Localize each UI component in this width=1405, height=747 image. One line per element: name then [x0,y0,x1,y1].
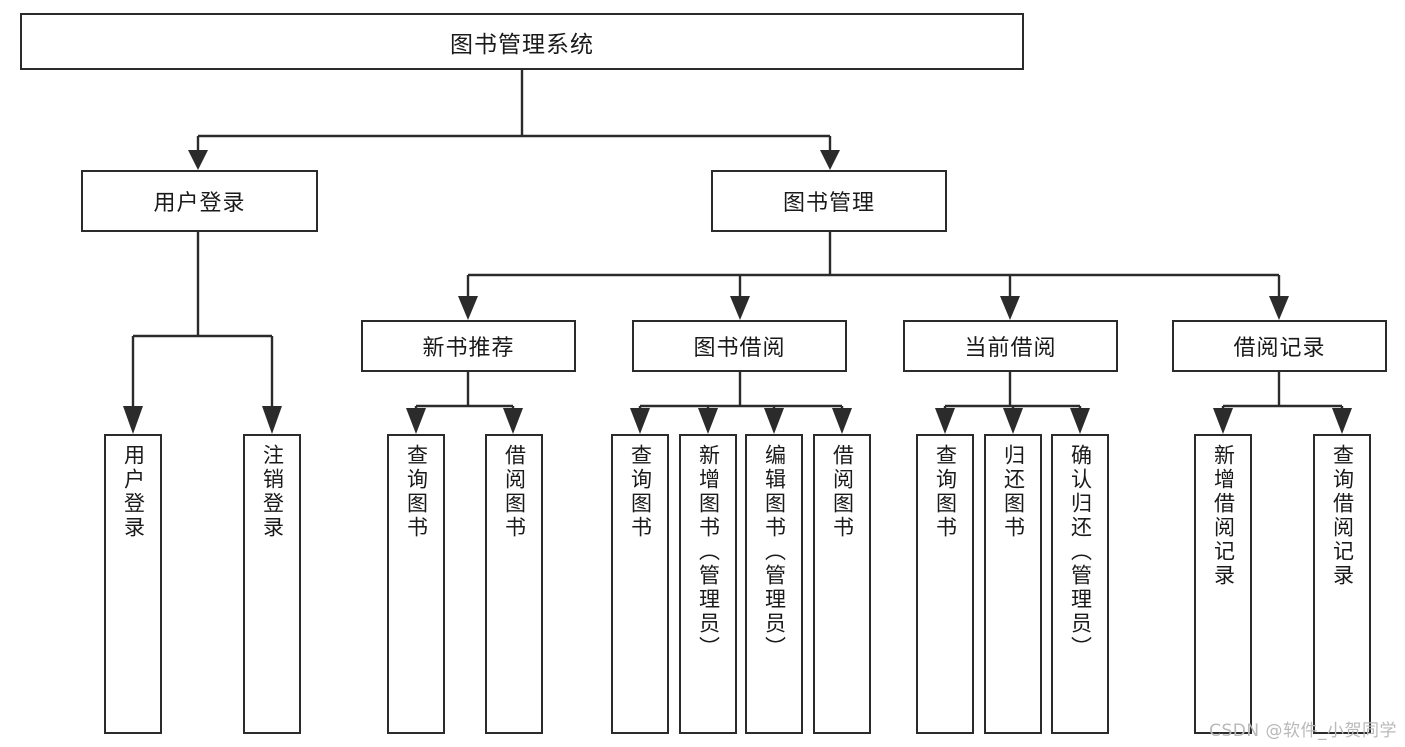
node-current-borrow[interactable]: 当前借阅 [903,320,1118,372]
leaf-borrow-edit-book[interactable]: 编辑图书（管理员） [745,434,803,734]
leaf-record-add-record[interactable]: 新增借阅记录 [1194,434,1252,734]
node-root-label: 图书管理系统 [450,31,594,58]
node-new-book-recommend-label: 新书推荐 [422,336,515,361]
leaf-recommend-borrow-book[interactable]: 借阅图书 [485,434,543,734]
leaf-current-confirm-return-label: 确认归还（管理员） [1068,444,1093,660]
node-book-borrow[interactable]: 图书借阅 [632,320,847,372]
leaf-current-return-book[interactable]: 归还图书 [984,434,1042,734]
leaf-logout-label: 注销登录 [260,444,285,540]
leaf-current-return-book-label: 归还图书 [1001,444,1026,540]
leaf-borrow-borrow-book-label: 借阅图书 [830,444,855,540]
leaf-current-confirm-return[interactable]: 确认归还（管理员） [1051,434,1109,734]
watermark-text: CSDN @软件_小贺同学 [1209,721,1397,741]
leaf-recommend-query-book-label: 查询图书 [404,444,429,540]
leaf-borrow-add-book-label: 新增图书（管理员） [696,444,721,660]
node-borrow-record[interactable]: 借阅记录 [1172,320,1387,372]
node-new-book-recommend[interactable]: 新书推荐 [361,320,576,372]
leaf-logout[interactable]: 注销登录 [243,434,301,734]
leaf-borrow-borrow-book[interactable]: 借阅图书 [813,434,871,734]
leaf-record-query-record[interactable]: 查询借阅记录 [1313,434,1371,734]
node-current-borrow-label: 当前借阅 [964,336,1057,361]
leaf-borrow-add-book[interactable]: 新增图书（管理员） [679,434,737,734]
leaf-record-add-record-label: 新增借阅记录 [1211,444,1236,588]
leaf-current-query-book[interactable]: 查询图书 [916,434,974,734]
leaf-recommend-query-book[interactable]: 查询图书 [387,434,445,734]
leaf-recommend-borrow-book-label: 借阅图书 [502,444,527,540]
node-user-login-label: 用户登录 [153,191,246,216]
node-user-login[interactable]: 用户登录 [81,170,318,232]
node-book-management-label: 图书管理 [782,191,875,216]
leaf-borrow-query-book-label: 查询图书 [628,444,653,540]
leaf-record-query-record-label: 查询借阅记录 [1330,444,1355,588]
leaf-user-login[interactable]: 用户登录 [104,434,162,734]
node-borrow-record-label: 借阅记录 [1233,336,1326,361]
node-book-management[interactable]: 图书管理 [711,170,947,232]
node-book-borrow-label: 图书借阅 [693,336,786,361]
leaf-borrow-edit-book-label: 编辑图书（管理员） [762,444,787,660]
node-root[interactable]: 图书管理系统 [20,13,1024,70]
leaf-user-login-label: 用户登录 [121,444,146,540]
leaf-borrow-query-book[interactable]: 查询图书 [611,434,669,734]
leaf-current-query-book-label: 查询图书 [933,444,958,540]
